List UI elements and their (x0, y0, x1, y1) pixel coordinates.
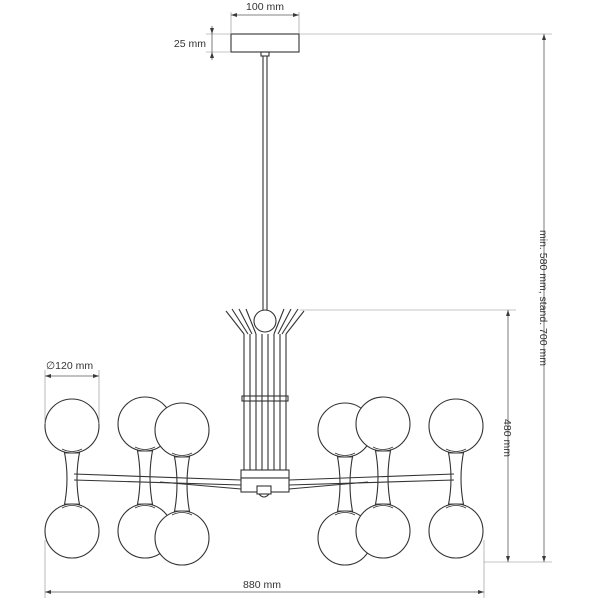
globe-top (428, 398, 484, 454)
dim-globe-diameter-label: ∅120 mm (46, 360, 93, 372)
dim-canopy-width: 100 mm (230, 1, 300, 34)
dim-canopy-height-label: 25 mm (174, 38, 206, 50)
globe-bottom (428, 503, 484, 559)
globe-bottom (154, 510, 210, 566)
globe-top (154, 402, 210, 458)
dim-body-height: 480 mm (300, 309, 516, 562)
dim-total-height: min. 580 mm, stand. 700 mm (299, 33, 552, 563)
light-unit (44, 398, 100, 559)
globe-bottom (44, 503, 100, 559)
suspension-rod (262, 56, 268, 310)
dim-total-width: 880 mm (44, 540, 485, 598)
arms (73, 473, 455, 490)
light-unit (355, 396, 411, 559)
dim-total-width-label: 880 mm (243, 579, 281, 591)
crown-ball (253, 309, 277, 333)
ceiling-canopy (230, 33, 300, 57)
dim-globe-diameter: ∅120 mm (44, 360, 100, 424)
globe-top (44, 398, 100, 454)
dim-canopy-width-label: 100 mm (246, 1, 284, 13)
crown-rods (225, 308, 305, 335)
dim-total-height-label: min. 580 mm, stand. 700 mm (537, 230, 549, 366)
globe-top (355, 396, 411, 452)
globe-bottom (355, 503, 411, 559)
light-units (44, 396, 484, 566)
light-unit (428, 398, 484, 559)
central-cage (240, 334, 290, 498)
dim-canopy-height: 25 mm (174, 26, 231, 60)
dim-body-height-label: 480 mm (501, 419, 513, 457)
light-unit (154, 402, 210, 566)
